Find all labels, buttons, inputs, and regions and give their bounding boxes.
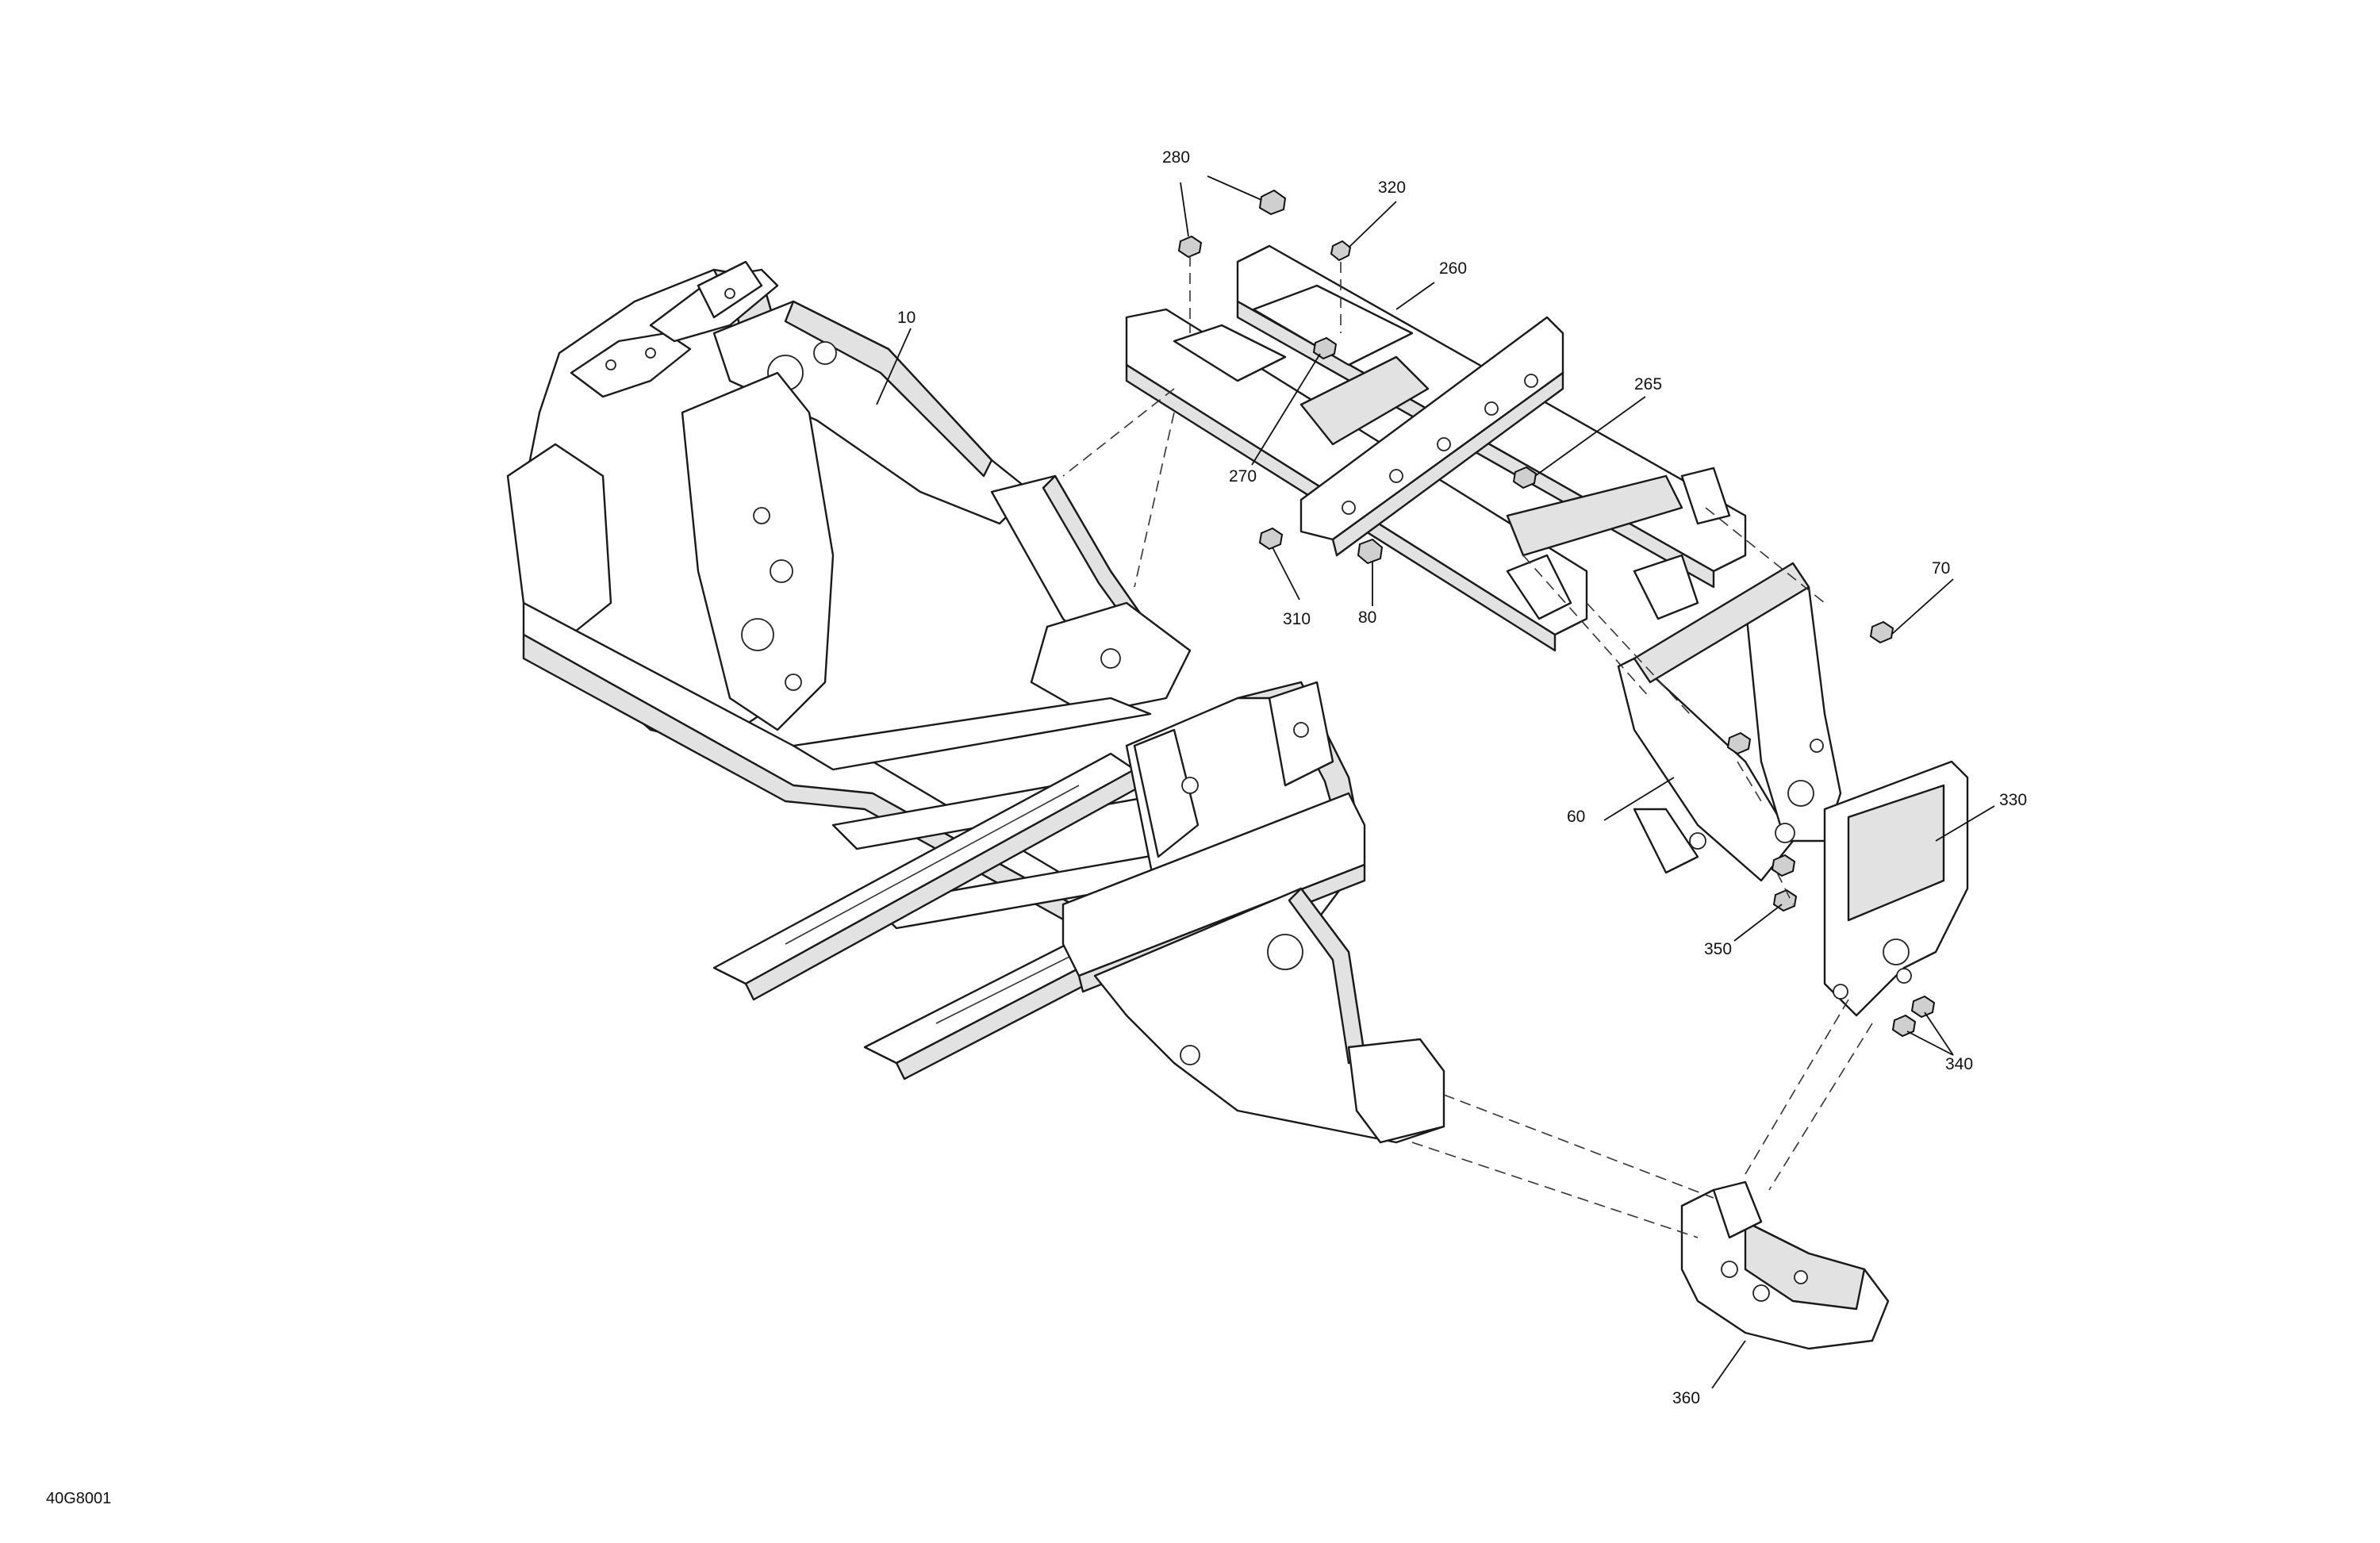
callout-265: 265 <box>1634 375 1662 393</box>
nut-280-lower <box>1177 235 1203 259</box>
assembly-lines <box>1062 255 1873 1238</box>
callout-80: 80 <box>1358 608 1376 627</box>
bolt-340-lower <box>1891 1014 1917 1038</box>
leader-lines <box>876 175 1995 1389</box>
callout-340: 340 <box>1945 1055 1973 1073</box>
bolt-270 <box>1312 336 1338 360</box>
rear-bracket <box>1617 562 1842 882</box>
callout-260: 260 <box>1439 259 1467 278</box>
callout-60: 60 <box>1567 808 1585 826</box>
callout-70: 70 <box>1932 559 1950 578</box>
rear-subframe <box>1125 244 1747 652</box>
nut-80 <box>1357 538 1384 565</box>
nut-280-upper <box>1258 189 1287 216</box>
fasteners <box>1177 189 1936 1038</box>
drawing-code: 40G8001 <box>46 1490 111 1507</box>
callout-350: 350 <box>1704 940 1732 958</box>
callouts: 10 280 320 260 265 270 310 80 70 60 330 … <box>897 148 2027 1407</box>
callout-10: 10 <box>897 309 916 327</box>
bolt-70 <box>1869 620 1894 644</box>
lower-skid-plate <box>1680 1180 1890 1350</box>
main-frame <box>506 260 1445 1144</box>
callout-330: 330 <box>1999 791 2027 809</box>
callout-280: 280 <box>1162 148 1190 167</box>
nut-310 <box>1258 527 1284 551</box>
bolt-60 <box>1726 731 1752 755</box>
nut-350-upper <box>1771 854 1796 877</box>
callout-320: 320 <box>1378 178 1406 197</box>
callout-360: 360 <box>1672 1389 1700 1407</box>
callout-310: 310 <box>1283 610 1311 628</box>
bolt-265 <box>1512 466 1537 489</box>
callout-270: 270 <box>1229 467 1257 486</box>
bumper-plate <box>1823 760 1969 1017</box>
nut-320 <box>1330 240 1352 262</box>
bolt-340-upper <box>1910 995 1936 1019</box>
